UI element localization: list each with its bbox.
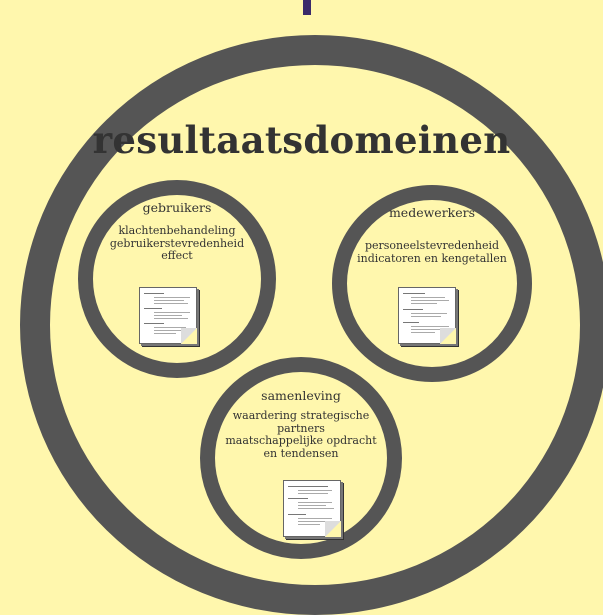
- domain-items: klachtenbehandeling gebruikerstevredenhe…: [93, 224, 261, 263]
- domain-label: medewerkers: [388, 205, 476, 220]
- domain-items: waardering strategische partners maatsch…: [215, 409, 387, 460]
- domain-item: gebruikerstevredenheid: [109, 236, 245, 250]
- domain-item: indicatoren en kengetallen: [357, 251, 507, 265]
- domain-item: maatschappelijke opdracht: [225, 434, 377, 447]
- document-icon: [283, 480, 341, 537]
- domain-item: waardering strategische: [232, 409, 370, 422]
- document-icon: [398, 287, 456, 344]
- domain-circle-medewerkers: medewerkers personeelstevredenheid indic…: [332, 185, 532, 382]
- domain-item: en tendensen: [263, 446, 339, 460]
- domain-label: gebruikers: [142, 200, 212, 215]
- domain-label: samenleving: [261, 388, 341, 403]
- domain-circle-gebruikers: gebruikers klachtenbehandeling gebruiker…: [78, 180, 276, 378]
- connector-line: [303, 0, 311, 15]
- document-icon: [139, 287, 197, 344]
- domain-item: klachtenbehandeling: [118, 224, 236, 237]
- domain-item: effect: [161, 249, 193, 262]
- domain-items: personeelstevredenheid indicatoren en ke…: [347, 239, 517, 265]
- domain-circle-samenleving: samenleving waardering strategische part…: [200, 357, 402, 559]
- domain-item: partners: [277, 421, 325, 435]
- diagram-title: resultaatsdomeinen: [92, 118, 511, 162]
- domain-item: personeelstevredenheid: [364, 239, 500, 252]
